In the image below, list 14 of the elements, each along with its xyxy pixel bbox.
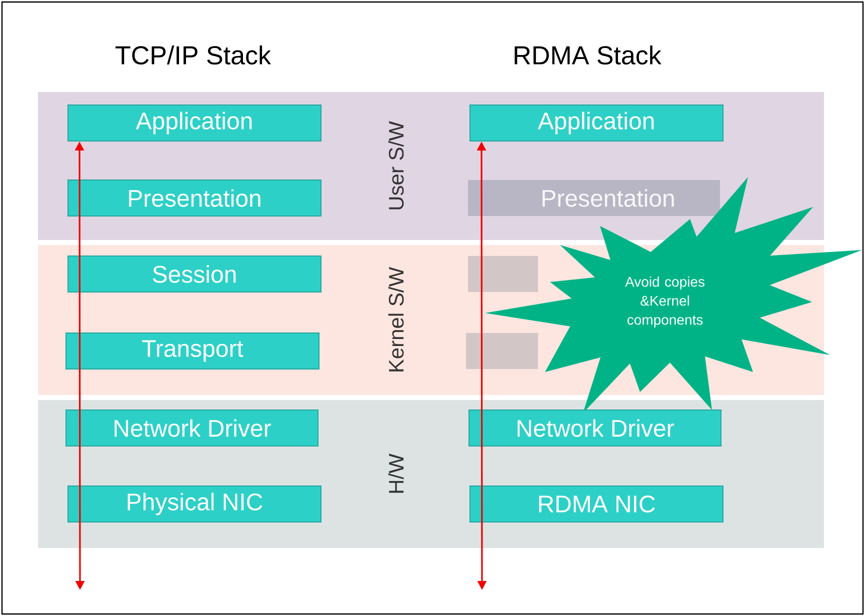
- layer-box: Presentation: [468, 180, 720, 216]
- layer-box: Network Driver: [66, 410, 318, 446]
- empty-box: [466, 333, 538, 369]
- layer-box: Transport: [66, 332, 320, 370]
- column-title: TCP/IP Stack: [116, 45, 272, 65]
- layer-box: Network Driver: [468, 410, 722, 446]
- layer-box: Physical NIC: [68, 486, 322, 522]
- layer-box: RDMA NIC: [470, 486, 724, 522]
- layer-box: Application: [470, 104, 724, 142]
- empty-box: [468, 256, 538, 292]
- column-title: RDMA Stack: [514, 45, 662, 65]
- layer-box: Session: [68, 256, 322, 292]
- layer-box: Presentation: [68, 180, 322, 216]
- layer-box: Application: [68, 104, 322, 142]
